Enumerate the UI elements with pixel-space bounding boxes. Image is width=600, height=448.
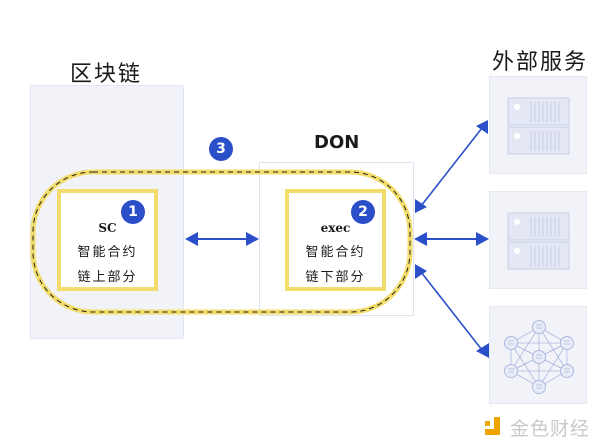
external-service-2 xyxy=(489,191,587,289)
arrow-don-service-2 xyxy=(414,232,489,246)
sc-desc-line1: 智能合约 xyxy=(77,245,138,260)
external-service-3 xyxy=(489,306,587,404)
badge-1: 1 xyxy=(121,200,145,224)
network-nodes-icon xyxy=(504,320,574,394)
sc-desc-line2: 链上部分 xyxy=(77,270,138,285)
arrow-don-service-3 xyxy=(415,264,489,358)
don-title: DON xyxy=(314,132,360,153)
badge-2: 2 xyxy=(351,200,375,224)
blockchain-title: 区块链 xyxy=(70,62,143,87)
external-service-1 xyxy=(489,76,587,174)
sc-label: SC xyxy=(98,221,117,235)
watermark-logo-icon xyxy=(485,417,500,435)
external-services-title: 外部服务 xyxy=(492,50,589,75)
arrow-don-service-1 xyxy=(415,120,488,213)
server-icon xyxy=(507,212,570,270)
badge-3: 3 xyxy=(209,137,233,161)
exec-label: exec xyxy=(320,221,351,235)
exec-desc-line1: 智能合约 xyxy=(305,245,366,260)
arrow-sc-don xyxy=(185,232,259,246)
exec-desc-line2: 链下部分 xyxy=(305,270,366,285)
watermark-text: 金色财经 xyxy=(510,418,591,440)
server-icon xyxy=(507,97,570,155)
loop-outline-dashed xyxy=(32,171,411,313)
